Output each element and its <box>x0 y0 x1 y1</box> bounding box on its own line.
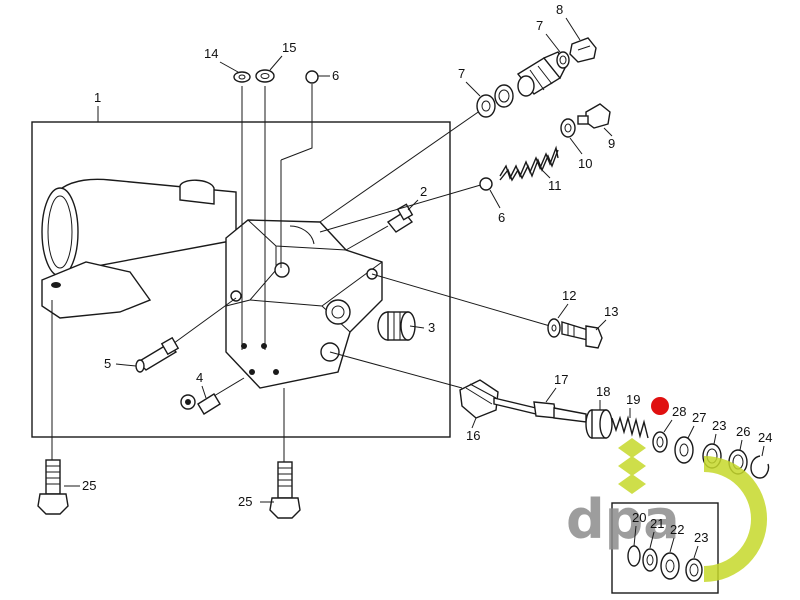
callout-15: 15 <box>282 40 296 55</box>
callout-3: 3 <box>428 320 435 335</box>
part-19-spring <box>611 415 649 439</box>
callout-17: 17 <box>554 372 568 387</box>
part-14-washer <box>233 71 251 83</box>
part-8-bolt-head <box>569 37 597 63</box>
steering-housing <box>41 178 383 389</box>
housing-frame <box>31 121 451 438</box>
callout-23-inset: 23 <box>694 530 708 545</box>
callout-16: 16 <box>466 428 480 443</box>
part-9-bolt <box>577 103 611 129</box>
part-3-plug <box>377 311 416 341</box>
part-27-cap <box>674 436 694 464</box>
callout-23-main: 23 <box>712 418 726 433</box>
callout-28: 28 <box>672 404 686 419</box>
callout-24: 24 <box>758 430 772 445</box>
callout-22: 22 <box>670 522 684 537</box>
callout-27: 27 <box>692 410 706 425</box>
callout-7-lower: 7 <box>458 66 465 81</box>
callout-20: 20 <box>632 510 646 525</box>
part-18-sleeve <box>585 409 613 439</box>
callout-26: 26 <box>736 424 750 439</box>
callout-6-top: 6 <box>332 68 339 83</box>
part-10-washer <box>560 118 576 138</box>
part-16-adjuster <box>459 379 499 419</box>
callout-7-upper: 7 <box>536 18 543 33</box>
callout-6-right: 6 <box>498 210 505 225</box>
part-6-ball-right <box>479 177 493 191</box>
callout-21: 21 <box>650 516 664 531</box>
leader-lines-upper-right <box>319 107 551 389</box>
callout-4: 4 <box>196 370 203 385</box>
callout-12: 12 <box>562 288 576 303</box>
highlight-marker <box>651 397 669 415</box>
part-7-washer-lower <box>476 94 496 118</box>
inset-parts <box>627 545 703 582</box>
callout-13: 13 <box>604 304 618 319</box>
callout-2: 2 <box>420 184 427 199</box>
callout-labels: 1 2 3 4 5 6 6 7 7 8 9 10 11 12 13 14 15 … <box>64 2 772 559</box>
part-2-screw <box>345 203 414 251</box>
watermark-gear-icon <box>704 455 768 582</box>
watermark-text: dpa <box>566 488 680 551</box>
part-5-pin <box>135 297 237 373</box>
part-30-ring <box>494 84 514 108</box>
watermark-wheat-icon <box>618 438 646 494</box>
callout-18: 18 <box>596 384 610 399</box>
part-12-washer <box>547 318 561 338</box>
part-13-bolt <box>561 321 603 349</box>
part-17-spool-shaft <box>493 397 587 423</box>
part-7-washer-upper <box>556 51 570 69</box>
part-25-bolt-left <box>37 459 69 515</box>
inset-frame <box>611 502 719 594</box>
callout-1: 1 <box>94 90 101 105</box>
callout-9: 9 <box>608 136 615 151</box>
dpa-watermark-logo: dpa <box>566 438 768 582</box>
callout-25-right: 25 <box>238 494 252 509</box>
callout-14: 14 <box>204 46 218 61</box>
callout-25-left: 25 <box>82 478 96 493</box>
callout-5: 5 <box>104 356 111 371</box>
callout-8: 8 <box>556 2 563 17</box>
part-15-nut <box>255 69 275 83</box>
part-6-ball-top <box>305 70 319 84</box>
part-11-spring <box>499 145 559 182</box>
part-24-circlip <box>750 455 770 479</box>
part-25-bolt-right <box>269 461 301 519</box>
vertical-bolt-lines <box>51 84 313 462</box>
part-4-grub-screw <box>180 377 245 415</box>
callout-19: 19 <box>626 392 640 407</box>
part-31-valve <box>516 51 567 97</box>
callout-11: 11 <box>548 178 562 193</box>
callout-10: 10 <box>578 156 592 171</box>
part-28-washer <box>652 431 668 453</box>
